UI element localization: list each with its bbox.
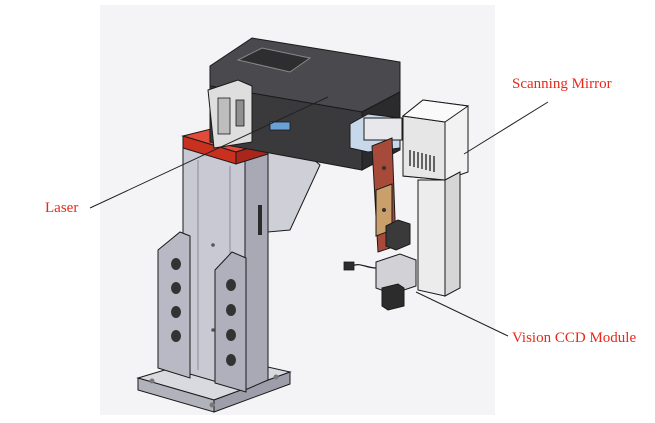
left-gusset — [157, 231, 191, 379]
leader-lines — [89, 96, 549, 337]
vision-ccd-leader-line — [415, 291, 509, 337]
vision-ccd-module — [343, 219, 417, 311]
scanning-mirror-label: Scanning Mirror — [512, 76, 612, 92]
vent-slots — [409, 150, 435, 172]
laser-rear-cap — [207, 79, 253, 149]
front-gusset — [214, 251, 247, 393]
laser-label: Laser — [45, 200, 79, 216]
scanning-mirror-head — [401, 99, 470, 297]
scanning-mirror-leader-line — [463, 101, 549, 155]
laser-leader-line — [89, 96, 329, 209]
vision-ccd-module-label: Vision CCD Module — [512, 330, 637, 346]
